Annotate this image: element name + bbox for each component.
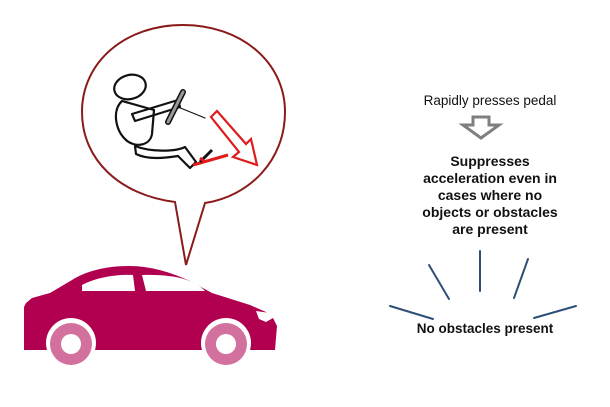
result-line: are present <box>452 221 528 237</box>
result-line: objects or obstacles <box>422 204 558 220</box>
pedal-icon <box>192 148 229 167</box>
speech-bubble <box>80 23 287 266</box>
rear-wheel-icon <box>205 323 247 365</box>
status-text: No obstacles present <box>416 321 554 336</box>
steering-wheel-icon <box>165 89 186 125</box>
result-line: acceleration even in <box>423 170 557 186</box>
down-arrow-icon <box>458 115 504 140</box>
driver-pressing-pedal-icon <box>113 73 206 170</box>
down-right-arrow-icon <box>209 109 259 167</box>
result-line: Suppresses <box>450 153 530 169</box>
result-line: cases where no <box>437 187 543 203</box>
radiating-lines-icon <box>389 250 577 320</box>
front-wheel-icon <box>50 323 92 365</box>
trigger-text: Rapidly presses pedal <box>423 93 557 108</box>
result-text: Suppresses acceleration even in cases wh… <box>400 153 580 238</box>
